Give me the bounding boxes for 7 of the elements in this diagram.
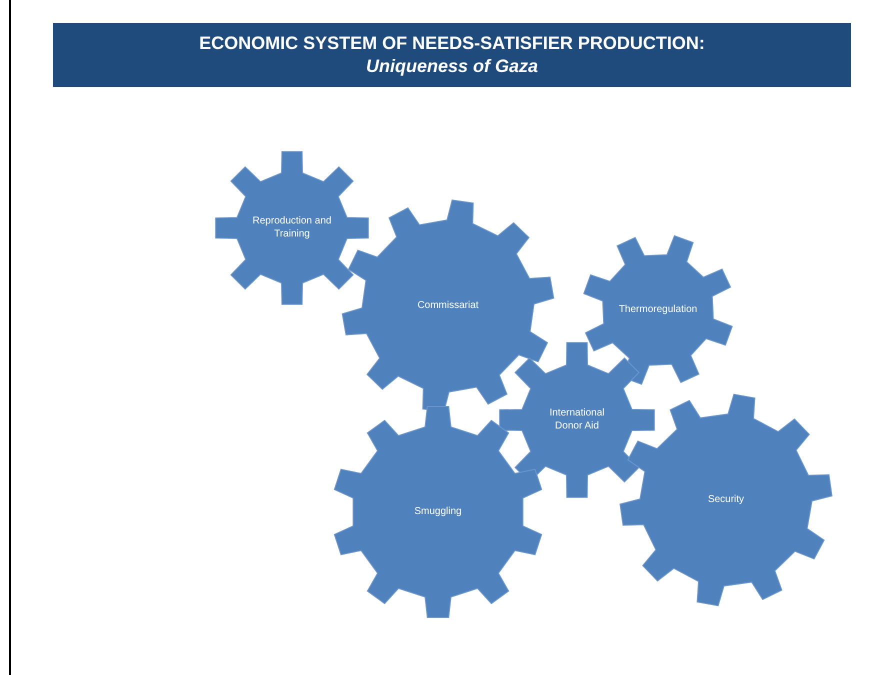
gear-label: Commissariat [416,300,480,312]
gear-label: Reproduction and Training [252,216,332,240]
gear-label: Smuggling [413,506,463,518]
gear-label: Security [706,494,746,506]
gear-label: International Donor Aid [548,408,606,432]
title-banner: ECONOMIC SYSTEM OF NEEDS-SATISFIER PRODUCTION: Uniqueness of Gaza [53,23,851,87]
gear-label: Thermoregulation [618,304,698,316]
